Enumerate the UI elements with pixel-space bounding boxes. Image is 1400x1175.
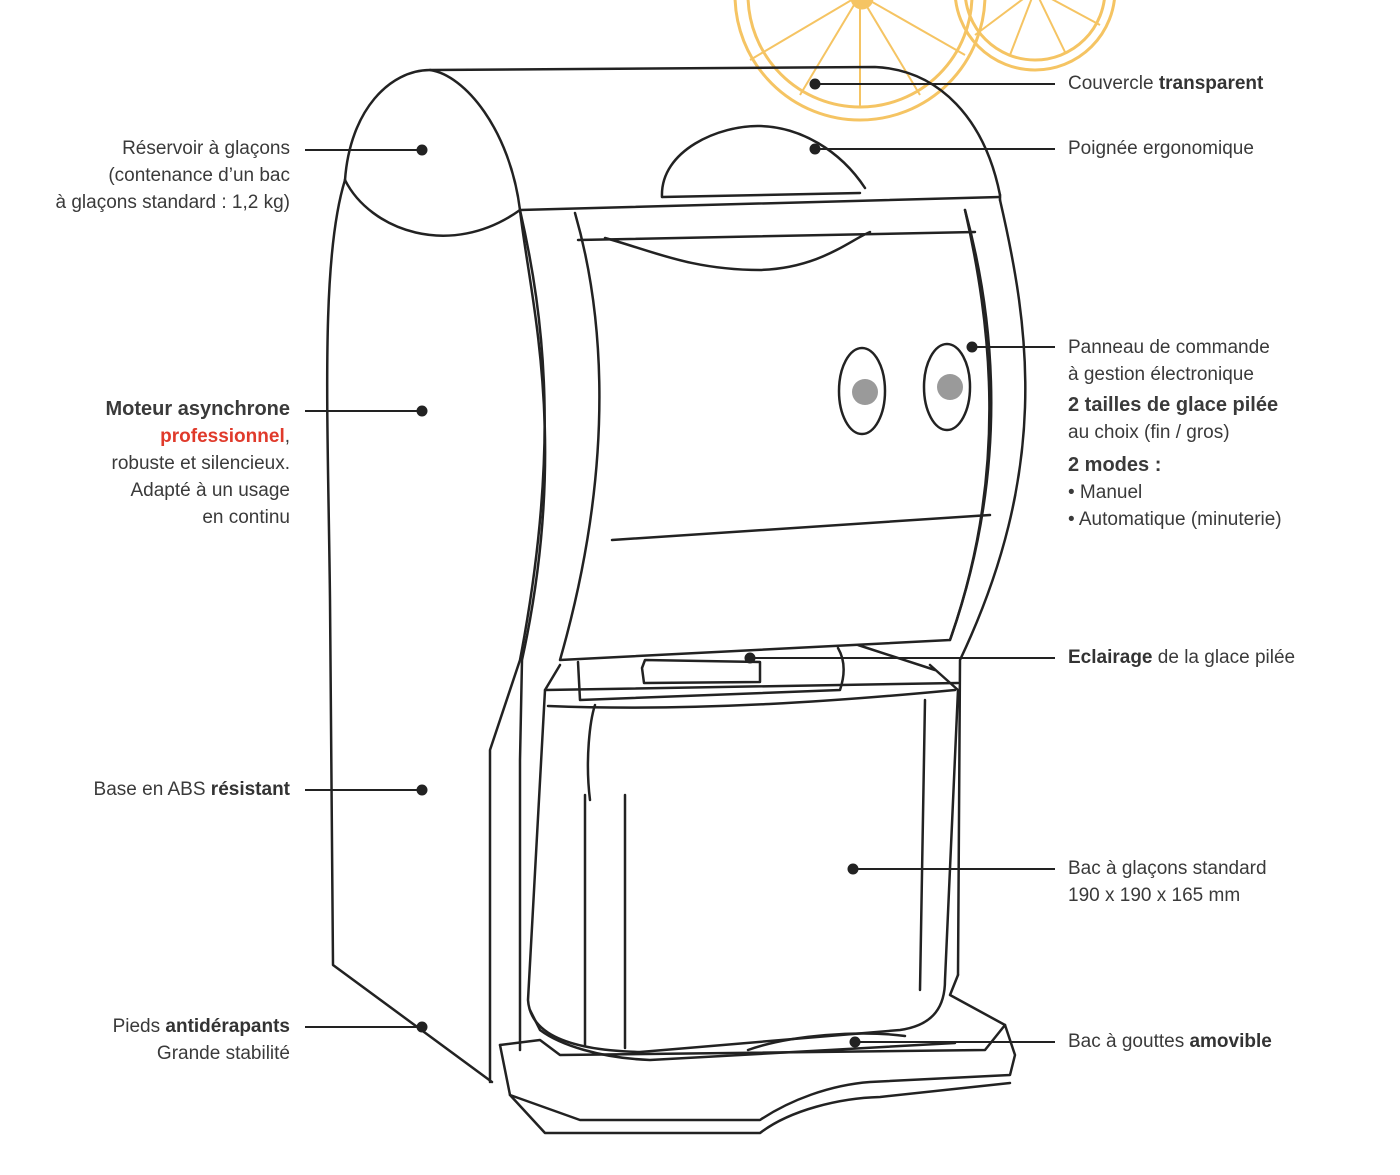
- size-button-coarse: [922, 342, 972, 432]
- size-button-fine-dot: [852, 379, 878, 405]
- size-button-coarse-dot: [937, 374, 963, 400]
- moteur-accent: professionnel: [160, 426, 285, 447]
- label-pieds: Pieds antidérapants Grande stabilité: [112, 1016, 290, 1064]
- label-couvercle: Couvercle transparent: [1068, 73, 1264, 94]
- label-panneau: Panneau de commande à gestion électroniq…: [1068, 334, 1282, 533]
- label-bac-glacons: Bac à glaçons standard 190 x 190 x 165 m…: [1068, 858, 1267, 906]
- machine-outline: [325, 65, 1027, 1135]
- panneau-line1: Panneau de commande: [1068, 337, 1270, 358]
- body-left: [325, 178, 494, 1084]
- label-eclairage: Eclairage de la glace pilée: [1068, 647, 1296, 668]
- label-reservoir: Réservoir à glaçons (contenance d’un bac…: [55, 138, 290, 213]
- panneau-mode-manual: • Manuel: [1068, 482, 1143, 503]
- handle: [660, 124, 867, 199]
- drip-tray: [498, 973, 1017, 1122]
- citrus-slice-icon: [733, 0, 1116, 122]
- leader-lines: [305, 78, 1055, 1048]
- panneau-line2: à gestion électronique: [1068, 364, 1254, 385]
- ice-tray: [526, 663, 960, 1054]
- panneau-sizes-title: 2 tailles de glace pilée: [1068, 394, 1279, 416]
- label-poignee: Poignée ergonomique: [1068, 138, 1254, 159]
- panneau-modes-title: 2 modes :: [1068, 454, 1162, 476]
- size-button-fine: [837, 346, 887, 436]
- label-base: Base en ABS résistant: [93, 779, 290, 800]
- label-bac-gouttes: Bac à gouttes amovible: [1068, 1031, 1272, 1052]
- label-moteur: Moteur asynchrone professionnel, robuste…: [105, 398, 290, 528]
- moteur-title: Moteur asynchrone: [105, 398, 290, 420]
- lid: [343, 65, 1002, 197]
- panneau-mode-auto: • Automatique (minuterie): [1068, 509, 1282, 530]
- control-panel: [558, 208, 993, 662]
- light-unit: [576, 646, 845, 702]
- panneau-sizes-sub: au choix (fin / gros): [1068, 422, 1230, 443]
